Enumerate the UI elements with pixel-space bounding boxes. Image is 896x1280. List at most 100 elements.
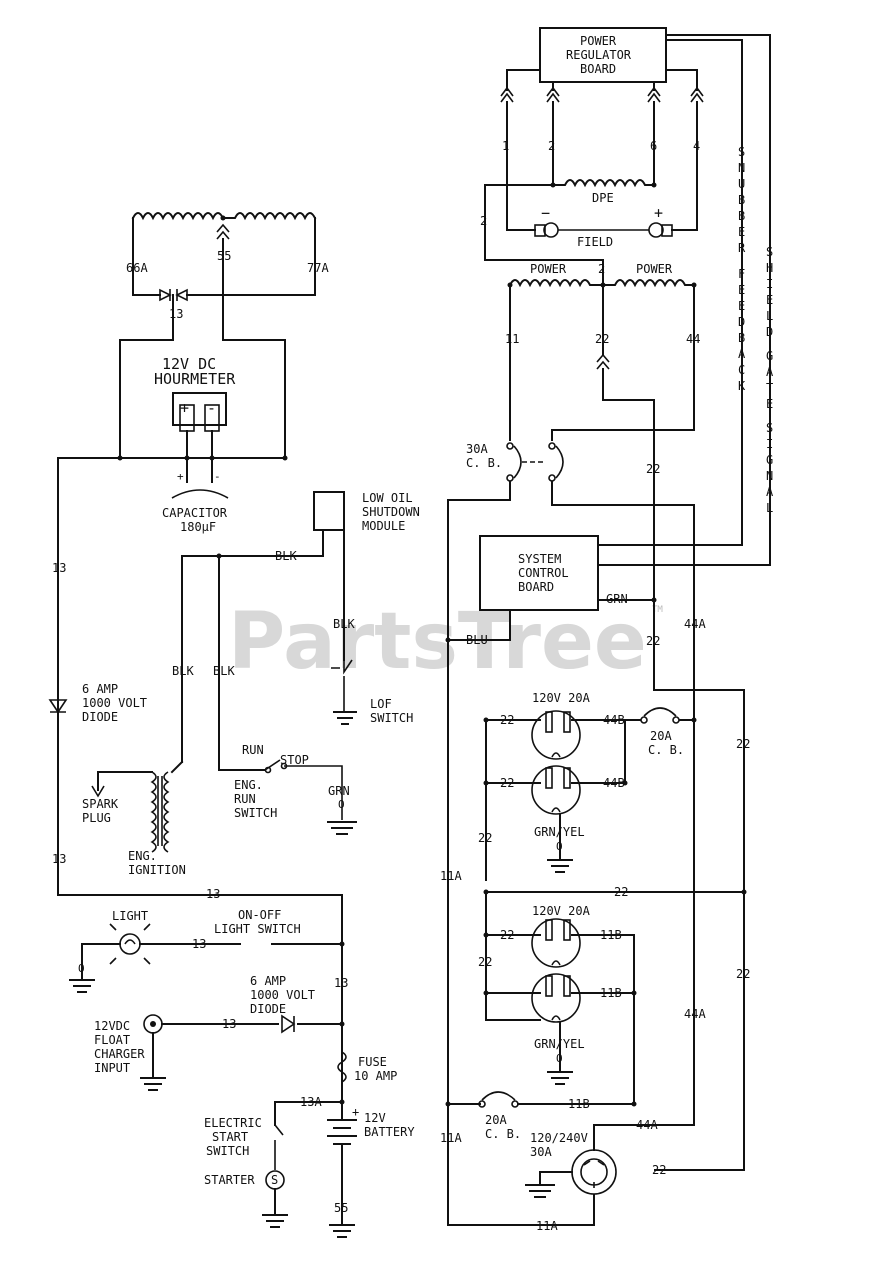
outlet-top bbox=[531, 710, 581, 815]
dpe-winding bbox=[552, 179, 655, 188]
charger-line2: FLOAT bbox=[94, 1033, 130, 1047]
wire-label-13d: 13 bbox=[206, 887, 220, 901]
field-minus: − bbox=[541, 204, 550, 222]
svg-text:H: H bbox=[766, 261, 773, 275]
starter-symbol: S bbox=[271, 1173, 278, 1187]
wire-label-13h: 13A bbox=[300, 1095, 322, 1109]
wire-label-2c: 2 bbox=[598, 262, 605, 276]
battery-line2: BATTERY bbox=[364, 1125, 415, 1139]
svg-text:E: E bbox=[738, 299, 745, 313]
stop-label: STOP bbox=[280, 753, 309, 767]
watermark-tm: TM bbox=[652, 605, 663, 615]
ground-outlet-top bbox=[547, 814, 573, 873]
wire-label-2b: 2 bbox=[480, 214, 487, 228]
wire-label-55b: 55 bbox=[334, 1201, 348, 1215]
wire-label-22a: 22 bbox=[595, 332, 609, 346]
ignition-primary bbox=[150, 771, 157, 853]
svg-text:B: B bbox=[738, 209, 745, 223]
svg-text:F: F bbox=[738, 267, 745, 281]
outlet-mid-label: 120V 20A bbox=[532, 904, 591, 918]
svg-text:A: A bbox=[766, 485, 774, 499]
battery-line1: 12V bbox=[364, 1111, 386, 1125]
svg-text:S: S bbox=[766, 245, 773, 259]
wire-label-11a: 11A bbox=[440, 869, 462, 883]
diode-bot-line2: 1000 VOLT bbox=[250, 988, 315, 1002]
ignition-line2: IGNITION bbox=[128, 863, 186, 877]
wire-label-4: 4 bbox=[693, 139, 700, 153]
hourmeter-winding-left bbox=[131, 212, 225, 221]
spark-plug-line1: SPARK bbox=[82, 797, 119, 811]
diode-bottom-symbol bbox=[281, 1014, 296, 1034]
breaker-20a-bottom bbox=[478, 1091, 519, 1108]
svg-text:B: B bbox=[738, 331, 745, 345]
cb20-top-line2: C. B. bbox=[648, 743, 684, 757]
wire-label-blk3: BLK bbox=[172, 664, 194, 678]
prb-line2: REGULATOR bbox=[566, 48, 632, 62]
wire-label-44a-r: 44A bbox=[684, 617, 706, 631]
start-switch-line3: SWITCH bbox=[206, 1144, 249, 1158]
svg-text:I: I bbox=[766, 277, 773, 291]
wire-label-13b: 13 bbox=[52, 561, 66, 575]
capacitor-line2: 180µF bbox=[180, 520, 216, 534]
charger-line3: CHARGER bbox=[94, 1047, 145, 1061]
cb20-top-line1: 20A bbox=[650, 729, 672, 743]
wire-label-22h: 22 bbox=[614, 885, 628, 899]
low-oil-line2: SHUTDOWN bbox=[362, 505, 420, 519]
svg-text:E: E bbox=[766, 397, 773, 411]
scb-line1: SYSTEM bbox=[518, 552, 561, 566]
hourmeter-line1: 12V DC bbox=[162, 355, 216, 373]
wire-label-11b3: 11B bbox=[568, 1097, 590, 1111]
low-oil-module bbox=[313, 491, 345, 531]
shield-gate-wire bbox=[597, 34, 771, 566]
wire-label-22j: 22 bbox=[478, 955, 492, 969]
prb-line3: BOARD bbox=[580, 62, 616, 76]
wire-label-2: 2 bbox=[548, 139, 555, 153]
lof-line1: LOF bbox=[370, 697, 392, 711]
fuse-symbol bbox=[337, 1051, 347, 1083]
cap-minus: - bbox=[214, 470, 221, 483]
start-switch-symbol bbox=[274, 1124, 284, 1170]
wire-label-1: 1 bbox=[502, 139, 509, 153]
light-switch-line2: LIGHT SWITCH bbox=[214, 922, 301, 936]
wire-label-66a: 66A bbox=[126, 261, 148, 275]
wire-label-44: 44 bbox=[686, 332, 700, 346]
svg-text:C: C bbox=[738, 363, 745, 377]
svg-text:I: I bbox=[766, 437, 773, 451]
charger-line1: 12VDC bbox=[94, 1019, 130, 1033]
power-winding-right bbox=[602, 279, 695, 288]
connector-22 bbox=[596, 353, 610, 370]
svg-text:E: E bbox=[766, 293, 773, 307]
wire-label-11b2: 11B bbox=[600, 986, 622, 1000]
svg-text:N: N bbox=[738, 161, 745, 175]
svg-text:K: K bbox=[738, 379, 746, 393]
run-switch-line2: RUN bbox=[234, 792, 256, 806]
wire-label-22c: 22 bbox=[646, 634, 660, 648]
hourmeter-terminals bbox=[172, 392, 227, 426]
wire-label-22e: 22 bbox=[500, 713, 514, 727]
svg-text:G: G bbox=[766, 349, 773, 363]
connector-chevrons-top bbox=[500, 86, 704, 103]
ground-30a bbox=[525, 1171, 573, 1198]
wire-label-22l: 22 bbox=[652, 1163, 666, 1177]
svg-text:R: R bbox=[738, 241, 746, 255]
svg-text:L: L bbox=[766, 309, 773, 323]
wire-label-13a: 13 bbox=[169, 307, 183, 321]
svg-text:A: A bbox=[766, 365, 774, 379]
junction-dots-right bbox=[445, 182, 747, 1107]
shield-gate-signal-label: SH IE LD GA TE SI GN AL bbox=[766, 245, 774, 515]
spark-plug-line2: PLUG bbox=[82, 811, 111, 825]
cb20-bot-line1: 20A bbox=[485, 1113, 507, 1127]
svg-text:B: B bbox=[738, 193, 745, 207]
cb20-bot-line2: C. B. bbox=[485, 1127, 521, 1141]
ground-starter bbox=[262, 1188, 288, 1228]
power-regulator-board bbox=[539, 27, 667, 83]
prb-line1: POWER bbox=[580, 34, 617, 48]
scb-line2: CONTROL bbox=[518, 566, 569, 580]
bat-plus: + bbox=[352, 1105, 359, 1119]
svg-text:S: S bbox=[738, 145, 745, 159]
wire-label-22f: 22 bbox=[500, 776, 514, 790]
diode-bot-line3: DIODE bbox=[250, 1002, 286, 1016]
gnd-o-light: O bbox=[78, 962, 85, 975]
wire-label-blk2: BLK bbox=[333, 617, 355, 631]
